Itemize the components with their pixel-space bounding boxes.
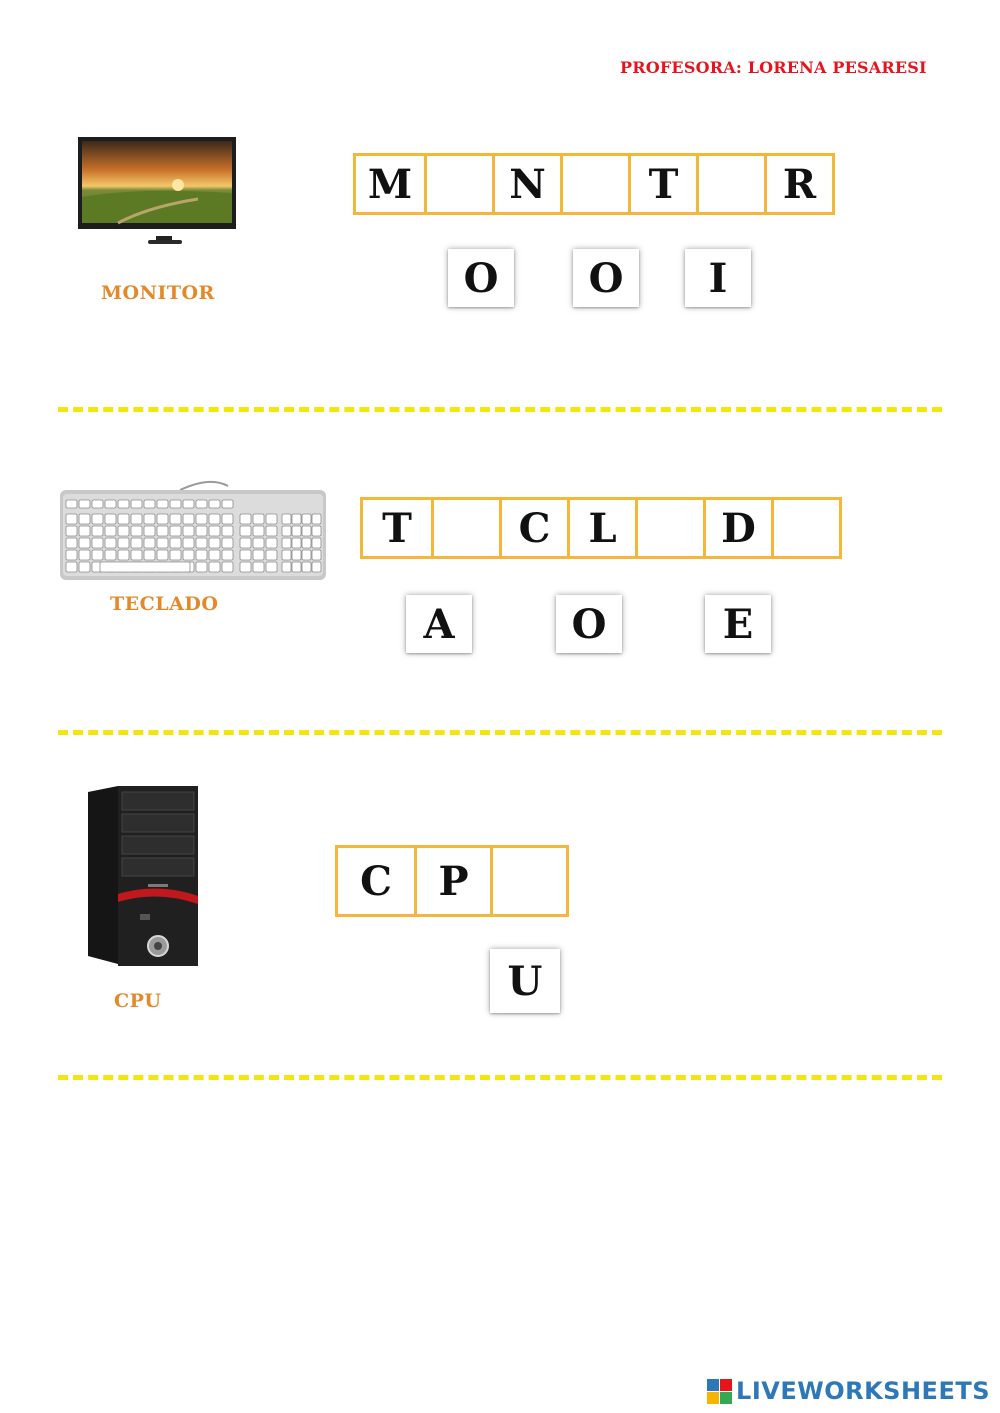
monitor-stand-icon	[148, 229, 182, 248]
section-divider	[58, 1075, 942, 1080]
caption-monitor: MONITOR	[101, 282, 215, 304]
caption-teclado: TECLADO	[110, 593, 219, 615]
slot[interactable]: D	[703, 500, 771, 556]
slot[interactable]: L	[567, 500, 635, 556]
slot[interactable]: R	[764, 156, 832, 212]
slot[interactable]	[424, 156, 492, 212]
teacher-name: PROFESORA: LORENA PESARESI	[620, 58, 927, 77]
liveworksheets-logo-icon	[707, 1378, 733, 1404]
letter-tile[interactable]: O	[573, 249, 639, 307]
keyboard-icon	[60, 478, 328, 586]
answer-slots-cpu: C P	[335, 845, 569, 917]
section-divider	[58, 407, 942, 412]
slot[interactable]	[771, 500, 839, 556]
letter-tile[interactable]: A	[406, 595, 472, 653]
letter-tile[interactable]: U	[490, 949, 560, 1013]
letter-tile[interactable]: E	[705, 595, 771, 653]
slot[interactable]: M	[367, 160, 413, 208]
slot[interactable]: N	[492, 156, 560, 212]
slot[interactable]	[635, 500, 703, 556]
slot[interactable]	[560, 156, 628, 212]
slot[interactable]: T	[628, 156, 696, 212]
slot[interactable]: C	[499, 500, 567, 556]
caption-cpu: CPU	[114, 990, 162, 1012]
slot[interactable]	[696, 156, 764, 212]
answer-slots-teclado: T C L D	[360, 497, 842, 559]
monitor-icon	[78, 137, 238, 241]
brand-name: LIVEWORKSHEETS	[736, 1377, 990, 1405]
letter-tile[interactable]: O	[448, 249, 514, 307]
slot[interactable]: C	[360, 857, 392, 905]
liveworksheets-brand: LIVEWORKSHEETS	[707, 1377, 990, 1405]
letter-tile[interactable]: O	[556, 595, 622, 653]
slot[interactable]	[431, 500, 499, 556]
section-divider	[58, 730, 942, 735]
slot[interactable]	[490, 848, 566, 914]
slot[interactable]: T	[382, 504, 412, 552]
cpu-tower-icon	[88, 786, 200, 972]
answer-slots-monitor: M N T R	[353, 153, 835, 215]
letter-tile[interactable]: I	[685, 249, 751, 307]
slot[interactable]: P	[414, 848, 490, 914]
